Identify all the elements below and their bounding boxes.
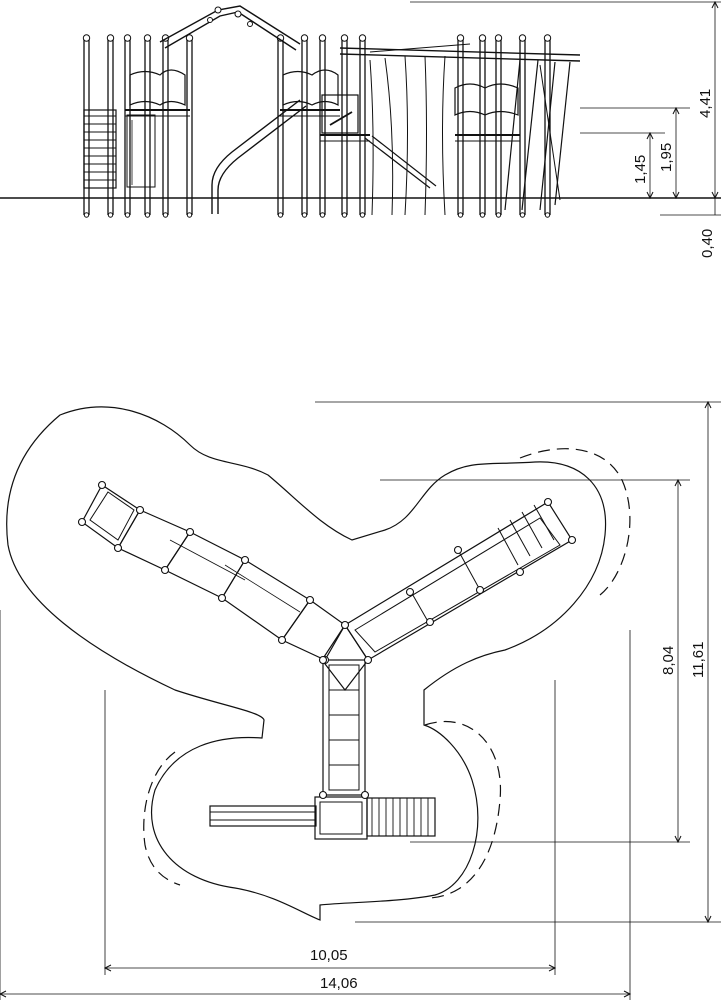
dim-width-safety-zone: 14,06 xyxy=(320,975,358,992)
dim-depth-structure: 8,04 xyxy=(660,646,677,675)
dim-platform-low: 1,45 xyxy=(632,155,649,184)
bolt-marker xyxy=(77,517,87,527)
ladder-mid-left xyxy=(126,114,156,188)
post xyxy=(456,34,465,218)
bolt-marker xyxy=(340,620,350,630)
plan-arm-right xyxy=(344,501,573,661)
ladder-left xyxy=(83,109,117,189)
elevation-dimension-lines xyxy=(580,0,719,215)
bolt-marker xyxy=(453,545,463,555)
panels xyxy=(129,69,519,134)
climbing-net xyxy=(369,55,446,216)
safety-zone-dashed-bottom xyxy=(424,720,502,899)
post xyxy=(543,34,552,218)
post xyxy=(123,34,132,218)
dim-overall-height: 4,41 xyxy=(697,89,714,118)
bolt-marker xyxy=(405,587,415,597)
post xyxy=(300,34,309,218)
bolt-marker xyxy=(97,480,107,490)
bolt-marker xyxy=(475,585,485,595)
post xyxy=(358,34,367,218)
dim-platform-high: 1,95 xyxy=(658,143,675,172)
bolt-marker xyxy=(305,595,315,605)
dim-depth-safety-zone: 11,61 xyxy=(690,642,707,678)
safety-zone-dashed-top xyxy=(519,448,631,596)
post xyxy=(478,34,487,218)
post xyxy=(276,34,285,218)
bolt-marker xyxy=(425,617,435,627)
bolt-marker xyxy=(113,543,123,553)
plan-view: 8,04 11,61 10,05 14,06 xyxy=(0,400,721,1000)
bolt-marker xyxy=(360,790,370,800)
post xyxy=(318,34,327,218)
dim-foundation-depth: 0,40 xyxy=(699,229,716,258)
plan-dimension-lines xyxy=(0,400,721,1000)
plan-slide xyxy=(209,805,317,827)
post xyxy=(340,34,349,218)
plan-arm-left xyxy=(81,484,346,661)
roof-house-left xyxy=(159,5,301,51)
bolt-marker xyxy=(160,565,170,575)
bolt-marker xyxy=(515,567,525,577)
elevation-posts xyxy=(82,34,552,218)
post xyxy=(494,34,503,218)
bolt-marker xyxy=(318,655,328,665)
bolt-marker xyxy=(363,655,373,665)
platforms xyxy=(125,109,520,142)
safety-zone-outline xyxy=(6,406,607,921)
post xyxy=(161,34,170,218)
bolt-marker xyxy=(217,593,227,603)
roof-frame-right xyxy=(339,43,581,62)
bolt-marker xyxy=(567,535,577,545)
bolt-marker xyxy=(543,497,553,507)
post xyxy=(106,34,115,218)
bolt-marker xyxy=(277,635,287,645)
elevation-view: 4,41 1,95 1,45 0,40 xyxy=(0,0,721,258)
bolt-marker xyxy=(240,555,250,565)
bolt-marker xyxy=(318,790,328,800)
post xyxy=(185,34,194,218)
dim-width-structure: 10,05 xyxy=(310,947,348,964)
plan-tube xyxy=(366,797,436,837)
bolt-marker xyxy=(185,527,195,537)
safety-zone-dashed-left xyxy=(143,751,181,886)
bolt-marker xyxy=(135,505,145,515)
slide-elevation xyxy=(211,99,437,214)
diagonal-bars xyxy=(504,59,571,211)
